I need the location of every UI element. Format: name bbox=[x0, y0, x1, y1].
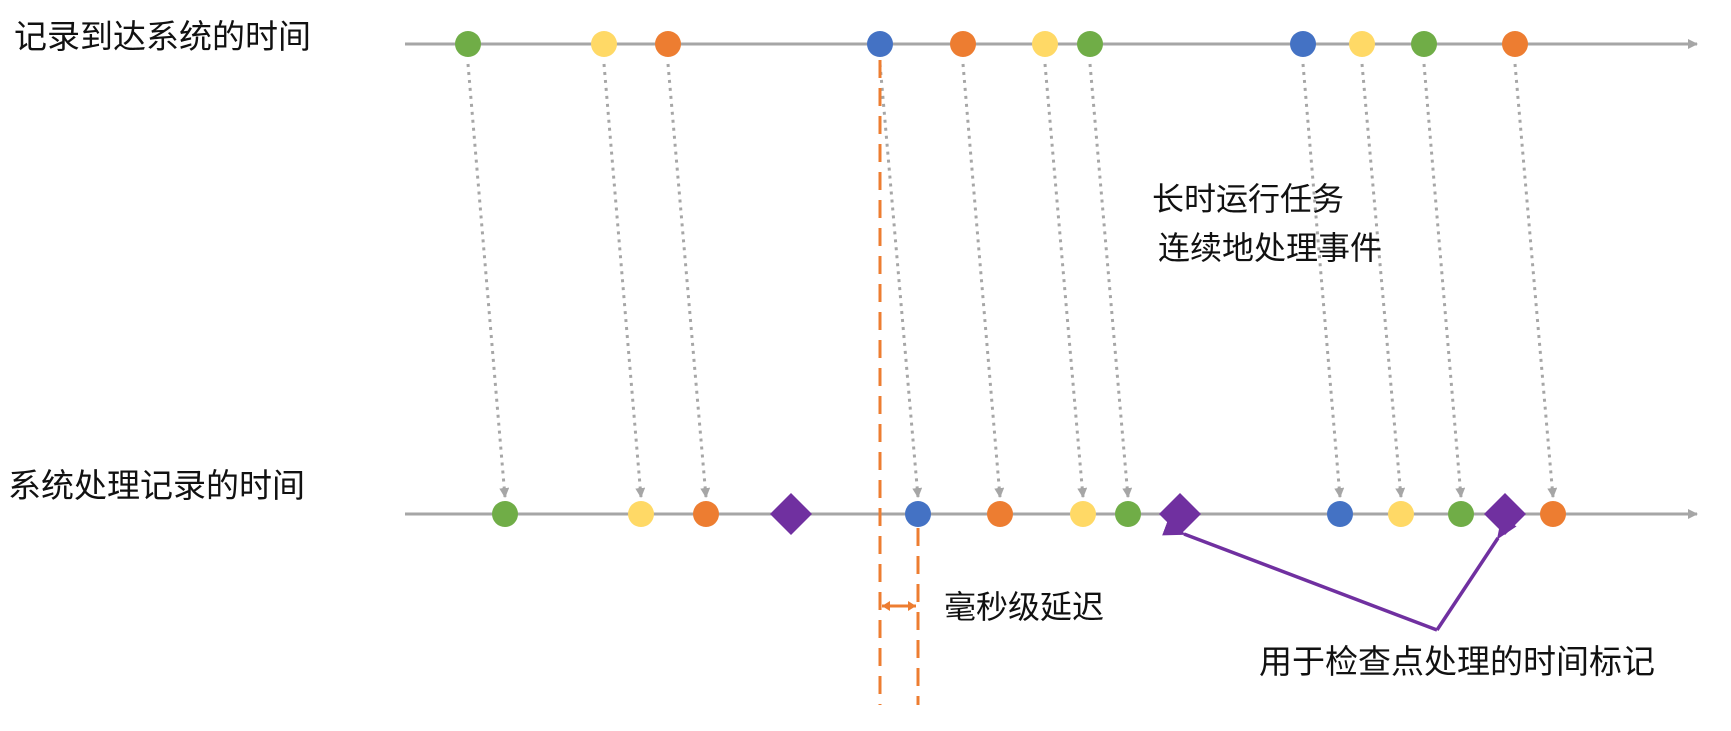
processing-event-dot bbox=[1115, 501, 1141, 527]
arrival-event-dot bbox=[1077, 31, 1103, 57]
event-connector-arrow bbox=[878, 63, 923, 498]
processing-event-dot bbox=[1070, 501, 1096, 527]
processing-event-dot bbox=[987, 501, 1013, 527]
event-connector-arrow bbox=[602, 63, 646, 498]
event-connector-arrow bbox=[1088, 63, 1133, 498]
processing-event-dot bbox=[693, 501, 719, 527]
event-connector-arrow bbox=[1422, 63, 1466, 498]
event-connector-arrow bbox=[466, 63, 510, 498]
checkpoint-diamond bbox=[1484, 493, 1526, 535]
checkpoint-diamond bbox=[770, 493, 812, 535]
event-connector-arrow bbox=[961, 63, 1005, 498]
long-running-task-label: 长时运行任务 bbox=[1152, 180, 1345, 218]
checkpoint-pointer-arrow bbox=[1435, 516, 1517, 631]
checkpoint-marker-label: 用于检查点处理的时间标记 bbox=[1259, 642, 1655, 681]
processing-event-dot bbox=[1448, 501, 1474, 527]
checkpoint-pointer-arrow bbox=[1162, 518, 1438, 632]
event-connector-arrow bbox=[1513, 63, 1558, 498]
arrival-event-dot bbox=[1290, 31, 1316, 57]
processing-event-dot bbox=[1388, 501, 1414, 527]
arrival-time-axis-label: 记录到达系统的时间 bbox=[14, 17, 311, 56]
event-connector-arrow bbox=[666, 63, 711, 498]
processing-event-dot bbox=[905, 501, 931, 527]
event-connector-arrow bbox=[1301, 63, 1345, 498]
arrival-event-dot bbox=[655, 31, 681, 57]
continuous-processing-label: 连续地处理事件 bbox=[1158, 229, 1383, 267]
checkpoint-diamond bbox=[1159, 493, 1201, 535]
processing-time-axis-label: 系统处理记录的时间 bbox=[8, 466, 305, 505]
processing-event-dot bbox=[628, 501, 654, 527]
arrival-event-dot bbox=[1032, 31, 1058, 57]
processing-event-dot bbox=[1540, 501, 1566, 527]
processing-event-dot bbox=[492, 501, 518, 527]
event-connector-arrow bbox=[1043, 63, 1088, 498]
processing-event-dot bbox=[1327, 501, 1353, 527]
arrival-event-dot bbox=[1411, 31, 1437, 57]
arrival-event-dot bbox=[591, 31, 617, 57]
arrival-event-dot bbox=[455, 31, 481, 57]
arrival-event-dot bbox=[867, 31, 893, 57]
arrival-event-dot bbox=[950, 31, 976, 57]
arrival-event-dot bbox=[1502, 31, 1528, 57]
latency-label: 毫秒级延迟 bbox=[944, 588, 1105, 626]
event-connector-arrow bbox=[1360, 63, 1406, 498]
arrival-event-dot bbox=[1349, 31, 1375, 57]
